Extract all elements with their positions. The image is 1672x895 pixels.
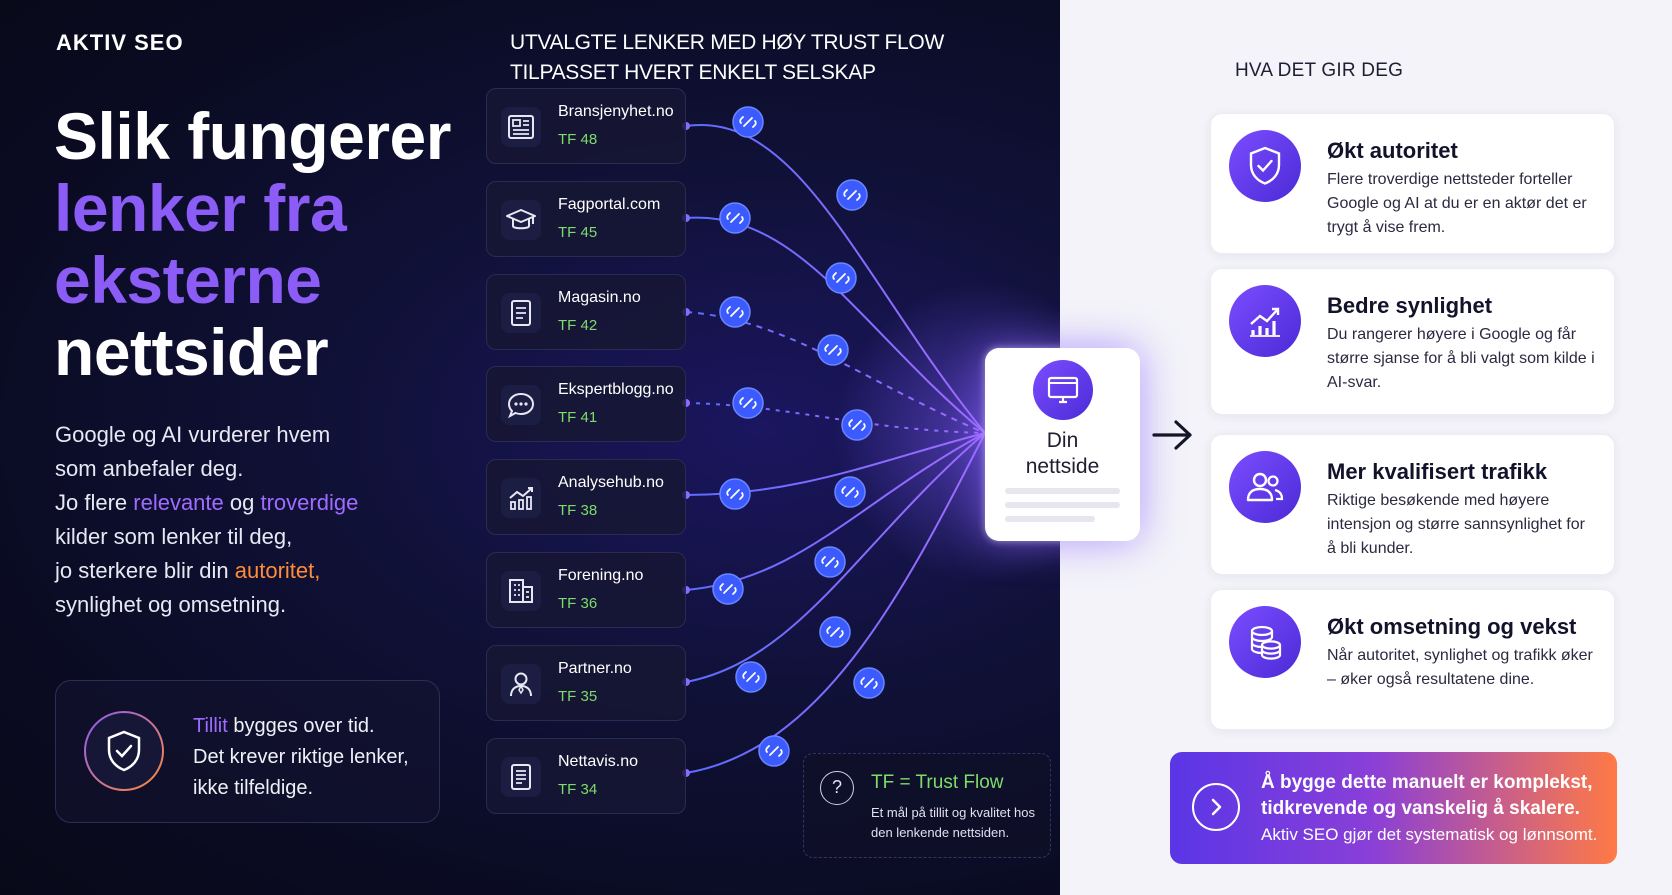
headline-line: eksterne [54, 243, 322, 317]
shield-check-icon [1229, 130, 1301, 202]
benefit-description: Når autoritet, synlighet og trafikk øker… [1327, 647, 1593, 688]
source-name: Analysehub.no [558, 474, 664, 491]
left-panel: AKTIV SEO Slik fungerer lenker fra ekste… [0, 0, 1060, 895]
source-name: Nettavis.no [558, 753, 639, 770]
sources-heading-line: TILPASSET HVERT ENKELT SELSKAP [510, 61, 876, 84]
source-tf: TF 41 [558, 409, 598, 426]
benefit-card-authority: Økt autoritet Flere troverdige nettstede… [1210, 113, 1615, 254]
question-icon: ? [820, 771, 854, 805]
highlight-authority: autoritet [234, 558, 315, 583]
growth-chart-icon [1229, 285, 1301, 357]
chevron-right-icon[interactable] [1192, 783, 1240, 831]
source-tf: TF 35 [558, 688, 598, 705]
source-card-forening[interactable]: Forening.no TF 36 [486, 552, 686, 628]
arrow-right-icon [1152, 420, 1192, 450]
monitor-icon [1033, 360, 1093, 420]
intro-line: Jo flere relevante og troverdige [55, 486, 455, 520]
source-name: Partner.no [558, 660, 632, 677]
source-card-bransjenyhet[interactable]: Bransjenyhet.no TF 48 [486, 88, 686, 164]
highlight-trusted: troverdige [260, 490, 359, 515]
benefit-title: Økt omsetning og vekst [1327, 614, 1577, 639]
trust-callout-text: Tillit bygges over tid. Det krever rikti… [193, 711, 409, 804]
headline-line: Slik fungerer [54, 99, 451, 173]
placeholder-line [1005, 502, 1120, 508]
highlight-trust: Tillit [193, 715, 228, 737]
source-name: Magasin.no [558, 289, 641, 306]
sources-heading-line: UTVALGTE LENKER MED HØY TRUST FLOW [510, 31, 944, 54]
benefit-description: Riktige besøkende med høyere intensjon o… [1327, 492, 1585, 557]
bar-chart-icon [501, 478, 541, 518]
source-card-ekspertblogg[interactable]: Ekspertblogg.no TF 41 [486, 366, 686, 442]
trust-callout: Tillit bygges over tid. Det krever rikti… [55, 680, 440, 823]
intro-fragment: og [223, 490, 261, 515]
intro-fragment: jo sterkere blir din [55, 558, 235, 583]
source-name: Fagportal.com [558, 196, 661, 213]
intro-line: jo sterkere blir din autoritet, [55, 554, 455, 588]
page-headline: Slik fungerer lenker fra eksterne nettsi… [54, 100, 451, 388]
trust-flow-legend: ? TF = Trust Flow Et mål på tillit og kv… [803, 753, 1051, 858]
benefit-description: Du rangerer høyere i Google og får størr… [1327, 326, 1595, 391]
benefit-card-revenue: Økt omsetning og vekst Når autoritet, sy… [1210, 589, 1615, 730]
trust-fragment: bygges over tid. [227, 715, 375, 737]
source-tf: TF 45 [558, 224, 598, 241]
cta-headline: Å bygge dette manuelt er komplekst, tidk… [1261, 772, 1593, 819]
chat-bubble-icon [501, 385, 541, 425]
users-icon [1229, 451, 1301, 523]
benefit-card-visibility: Bedre synlighet Du rangerer høyere i Goo… [1210, 268, 1615, 415]
highlight-relevant: relevante [133, 490, 224, 515]
benefit-description: Flere troverdige nettsteder forteller Go… [1327, 171, 1587, 236]
trust-line: ikke tilfeldige. [193, 777, 314, 799]
person-icon [501, 664, 541, 704]
source-card-partner[interactable]: Partner.no TF 35 [486, 645, 686, 721]
intro-line: som anbefaler deg. [55, 456, 244, 481]
source-tf: TF 36 [558, 595, 598, 612]
your-website-card: Din nettside [985, 348, 1140, 541]
source-card-fagportal[interactable]: Fagportal.com TF 45 [486, 181, 686, 257]
newspaper-icon [501, 107, 541, 147]
benefit-title: Økt autoritet [1327, 138, 1458, 163]
headline-line: lenker fra [54, 171, 347, 245]
source-card-analysehub[interactable]: Analysehub.no TF 38 [486, 459, 686, 535]
headline-line: nettsider [54, 315, 329, 389]
benefit-title: Mer kvalifisert trafikk [1327, 459, 1548, 484]
intro-line: kilder som lenker til deg, [55, 524, 293, 549]
intro-line: synlighet og omsetning. [55, 592, 287, 617]
intro-fragment: Jo flere [55, 490, 134, 515]
benefit-card-traffic: Mer kvalifisert trafikk Riktige besøkend… [1210, 434, 1615, 575]
coins-icon [1229, 606, 1301, 678]
building-icon [501, 571, 541, 611]
source-card-magasin[interactable]: Magasin.no TF 42 [486, 274, 686, 350]
source-tf: TF 34 [558, 781, 598, 798]
source-card-nettavis[interactable]: Nettavis.no TF 34 [486, 738, 686, 814]
center-label-line: Din [1046, 429, 1079, 452]
shield-check-icon [84, 711, 164, 791]
placeholder-line [1005, 516, 1095, 522]
benefits-heading: HVA DET GIR DEG [1235, 60, 1404, 81]
legend-title: TF = Trust Flow [871, 772, 1004, 793]
article-icon [501, 757, 541, 797]
cta-subline: Aktiv SEO gjør det systematisk og lønnso… [1261, 825, 1598, 844]
source-name: Bransjenyhet.no [558, 103, 674, 120]
legend-description: Et mål på tillit og kvalitet hos den len… [871, 805, 1036, 840]
link-nodes [712, 106, 885, 767]
source-name: Forening.no [558, 567, 644, 584]
center-label-line: nettside [1025, 455, 1100, 478]
source-tf: TF 38 [558, 502, 598, 519]
source-tf: TF 48 [558, 131, 598, 148]
intro-line: Google og AI vurderer hvem [55, 422, 331, 447]
document-icon [501, 293, 541, 333]
trust-line: Det krever riktige lenker, [193, 746, 409, 768]
cta-banner[interactable]: Å bygge dette manuelt er komplekst, tidk… [1170, 752, 1617, 864]
sources-heading: UTVALGTE LENKER MED HØY TRUST FLOW TILPA… [510, 28, 944, 88]
graduation-cap-icon [501, 200, 541, 240]
intro-fragment: , [314, 558, 321, 583]
trust-line: Tillit bygges over tid. [193, 711, 409, 742]
intro-text: Google og AI vurderer hvem som anbefaler… [55, 418, 455, 622]
placeholder-line [1005, 488, 1120, 494]
your-website-label: Din nettside [985, 428, 1140, 480]
source-name: Ekspertblogg.no [558, 381, 674, 398]
brand-logo-text: AKTIV SEO [56, 30, 184, 55]
benefit-title: Bedre synlighet [1327, 293, 1493, 318]
source-tf: TF 42 [558, 317, 598, 334]
